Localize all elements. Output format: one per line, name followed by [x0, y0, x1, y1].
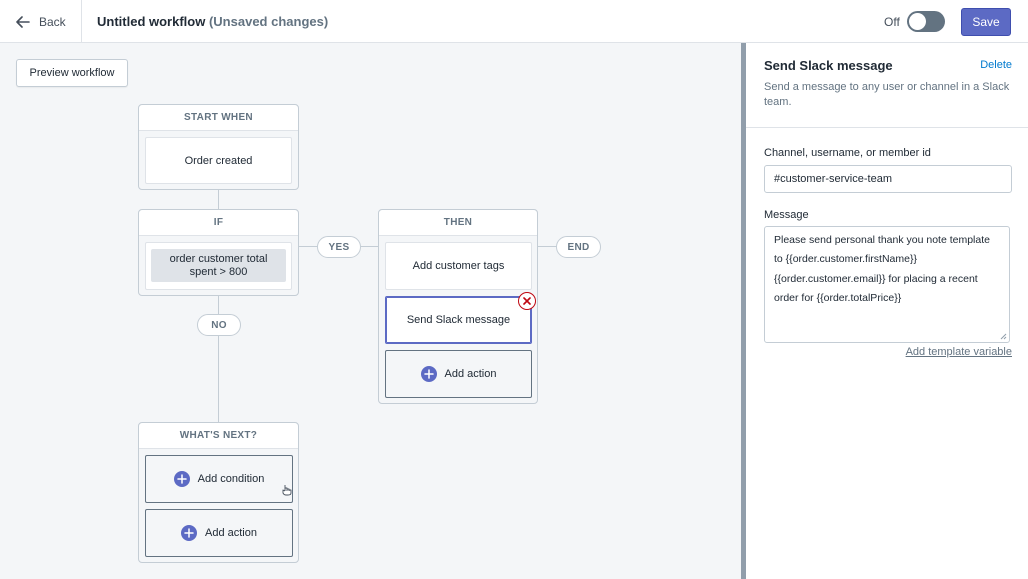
message-label: Message — [764, 209, 809, 221]
hand-cursor-icon — [282, 485, 292, 496]
end-label: END — [556, 236, 601, 258]
then-add-action-button[interactable]: Add action — [385, 350, 532, 398]
toggle-label: Off — [884, 15, 900, 29]
panel-header: Send Slack message Delete Send a message… — [746, 43, 1028, 128]
channel-label: Channel, username, or member id — [764, 147, 931, 159]
connector-if-no — [218, 296, 219, 314]
no-label: NO — [197, 314, 241, 336]
back-label: Back — [39, 14, 66, 29]
plus-icon — [173, 471, 190, 487]
whats-next-heading: WHAT'S NEXT? — [139, 423, 298, 449]
top-bar: Back Untitled workflow (Unsaved changes)… — [0, 0, 1028, 43]
connector-then-end — [537, 246, 557, 247]
action-card-add-customer-tags[interactable]: Add customer tags — [385, 242, 532, 290]
workflow-toggle[interactable] — [907, 11, 945, 32]
message-textarea[interactable]: Please send personal thank you note temp… — [764, 226, 1010, 343]
action-settings-panel: Send Slack message Delete Send a message… — [746, 43, 1028, 579]
panel-title: Send Slack message — [764, 58, 893, 73]
workflow-title: Untitled workflow (Unsaved changes) — [97, 14, 328, 29]
next-add-action-label: Add action — [205, 527, 257, 539]
then-group: THEN Add customer tags Send Slack messag… — [378, 209, 538, 404]
error-close-icon[interactable] — [518, 292, 536, 310]
start-when-heading: START WHEN — [139, 105, 298, 131]
resize-grip-icon[interactable] — [1000, 333, 1007, 340]
connector-no-next — [218, 336, 219, 422]
connector-if-yes — [298, 246, 318, 247]
add-condition-label: Add condition — [197, 473, 265, 485]
panel-body: Channel, username, or member id #custome… — [746, 128, 1028, 579]
plus-icon — [181, 525, 197, 541]
save-button[interactable]: Save — [961, 8, 1011, 36]
trigger-card[interactable]: Order created — [145, 137, 292, 184]
preview-workflow-button[interactable]: Preview workflow — [16, 59, 128, 87]
back-button[interactable]: Back — [0, 0, 82, 43]
then-heading: THEN — [379, 210, 537, 236]
condition-text: order customer total spent > 800 — [151, 249, 286, 282]
plus-icon — [420, 366, 437, 382]
arrow-left-icon — [16, 15, 30, 28]
action-card-send-slack-message[interactable]: Send Slack message — [385, 296, 532, 344]
condition-card[interactable]: order customer total spent > 800 — [145, 242, 292, 290]
if-group: IF order customer total spent > 800 — [138, 209, 299, 296]
add-template-variable-link[interactable]: Add template variable — [905, 346, 1012, 358]
channel-input[interactable]: #customer-service-team — [764, 165, 1012, 193]
yes-label: YES — [317, 236, 361, 258]
start-when-group: START WHEN Order created — [138, 104, 299, 190]
panel-divider[interactable] — [741, 43, 746, 579]
whats-next-group: WHAT'S NEXT? Add condition Add action — [138, 422, 299, 563]
if-heading: IF — [139, 210, 298, 236]
add-condition-button[interactable]: Add condition — [145, 455, 293, 503]
message-text: Please send personal thank you note temp… — [774, 234, 990, 304]
connector-yes-then — [361, 246, 379, 247]
unsaved-indicator: (Unsaved changes) — [208, 14, 329, 29]
then-add-action-label: Add action — [444, 368, 497, 380]
workflow-canvas: Preview workflow START WHEN Order create… — [0, 43, 741, 579]
toggle-knob — [909, 13, 926, 30]
workflow-name: Untitled workflow — [97, 14, 206, 29]
delete-link[interactable]: Delete — [980, 59, 1012, 71]
connector-start-if — [218, 189, 219, 209]
next-add-action-button[interactable]: Add action — [145, 509, 293, 557]
panel-description: Send a message to any user or channel in… — [764, 81, 1010, 108]
